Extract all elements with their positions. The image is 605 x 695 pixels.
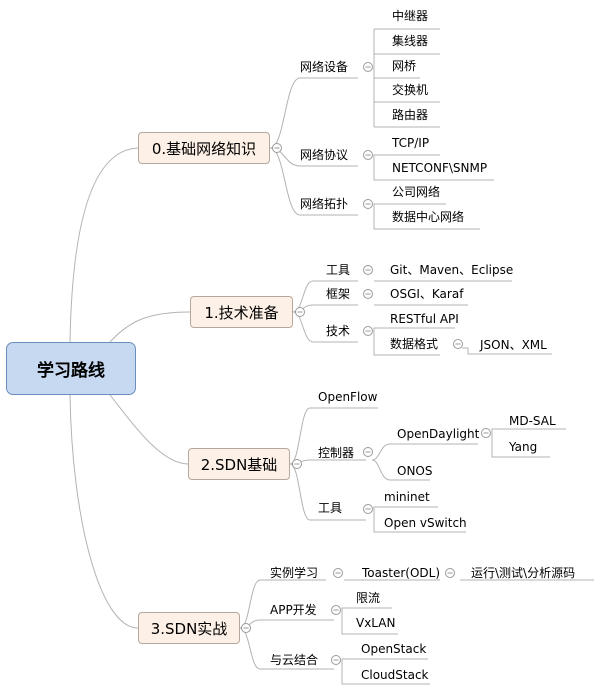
subtopic-tools[interactable]: 工具: [326, 263, 351, 277]
subtopic-network-topology[interactable]: 网络拓扑: [300, 197, 349, 211]
collapse-icon[interactable]: [363, 289, 373, 299]
leaf-switch[interactable]: 交换机: [392, 83, 429, 97]
subtopic-techniques[interactable]: 技术: [326, 324, 351, 338]
subtopic-openflow[interactable]: OpenFlow: [318, 390, 378, 404]
leaf-opendaylight[interactable]: OpenDaylight: [397, 427, 480, 441]
collapse-icon[interactable]: [331, 655, 341, 665]
collapse-icon[interactable]: [363, 150, 373, 160]
leaf-repeater[interactable]: 中继器: [392, 9, 429, 23]
subtopic-controller[interactable]: 控制器: [318, 446, 355, 460]
leaf-openstack[interactable]: OpenStack: [361, 642, 427, 656]
collapse-icon[interactable]: [363, 326, 373, 336]
leaf-router[interactable]: 路由器: [392, 108, 429, 122]
leaf-open-vswitch[interactable]: Open vSwitch: [384, 516, 467, 530]
topic-tech-prep[interactable]: 1.技术准备: [190, 296, 293, 328]
leaf-git-maven-eclipse[interactable]: Git、Maven、Eclipse: [390, 263, 514, 277]
collapse-icon[interactable]: [363, 447, 373, 457]
collapse-icon[interactable]: [295, 307, 305, 317]
leaf-datacenter-network[interactable]: 数据中心网络: [392, 210, 465, 224]
subtopic-app-dev[interactable]: APP开发: [270, 603, 317, 617]
collapse-icon[interactable]: [363, 504, 373, 514]
subtopic-network-protocols[interactable]: 网络协议: [300, 148, 349, 162]
root-topic[interactable]: 学习路线: [6, 342, 136, 395]
subtopic-case-study[interactable]: 实例学习: [270, 566, 319, 580]
leaf-hub[interactable]: 集线器: [392, 34, 429, 48]
collapse-icon[interactable]: [481, 428, 491, 438]
leaf-bridge[interactable]: 网桥: [392, 59, 417, 73]
leaf-yang[interactable]: Yang: [509, 440, 538, 454]
collapse-icon[interactable]: [241, 623, 251, 633]
collapse-icon[interactable]: [363, 265, 373, 275]
collapse-icon[interactable]: [331, 605, 341, 615]
leaf-rate-limit[interactable]: 限流: [356, 591, 381, 605]
leaf-data-format[interactable]: 数据格式: [390, 337, 439, 351]
leaf-company-network[interactable]: 公司网络: [392, 185, 441, 199]
leaf-run-test-analyze[interactable]: 运行\测试\分析源码: [471, 566, 576, 580]
leaf-restful-api[interactable]: RESTful API: [390, 312, 459, 326]
leaf-onos[interactable]: ONOS: [397, 464, 433, 478]
leaf-vxlan[interactable]: VxLAN: [356, 616, 396, 630]
collapse-icon[interactable]: [363, 199, 373, 209]
subtopic-network-devices[interactable]: 网络设备: [300, 60, 349, 74]
topic-basic-network[interactable]: 0.基础网络知识: [138, 132, 270, 164]
collapse-icon[interactable]: [292, 459, 302, 469]
leaf-cloudstack[interactable]: CloudStack: [361, 668, 429, 682]
subtopic-sdn-tools[interactable]: 工具: [318, 501, 343, 515]
leaf-toaster-odl[interactable]: Toaster(ODL): [362, 566, 440, 580]
collapse-icon[interactable]: [445, 568, 455, 578]
subtopic-frameworks[interactable]: 框架: [326, 287, 351, 301]
collapse-icon[interactable]: [363, 62, 373, 72]
leaf-tcpip[interactable]: TCP/IP: [392, 136, 430, 150]
topic-sdn-practice[interactable]: 3.SDN实战: [138, 612, 240, 644]
leaf-json-xml[interactable]: JSON、XML: [480, 338, 547, 352]
leaf-mininet[interactable]: mininet: [384, 490, 430, 504]
leaf-md-sal[interactable]: MD-SAL: [509, 414, 556, 428]
collapse-icon[interactable]: [333, 568, 343, 578]
collapse-icon[interactable]: [453, 339, 463, 349]
topic-sdn-basics[interactable]: 2.SDN基础: [188, 448, 290, 480]
collapse-icon[interactable]: [272, 143, 282, 153]
leaf-netconf-snmp[interactable]: NETCONF\SNMP: [392, 161, 488, 175]
leaf-osgi-karaf[interactable]: OSGI、Karaf: [390, 287, 464, 301]
subtopic-cloud[interactable]: 与云结合: [270, 653, 319, 667]
